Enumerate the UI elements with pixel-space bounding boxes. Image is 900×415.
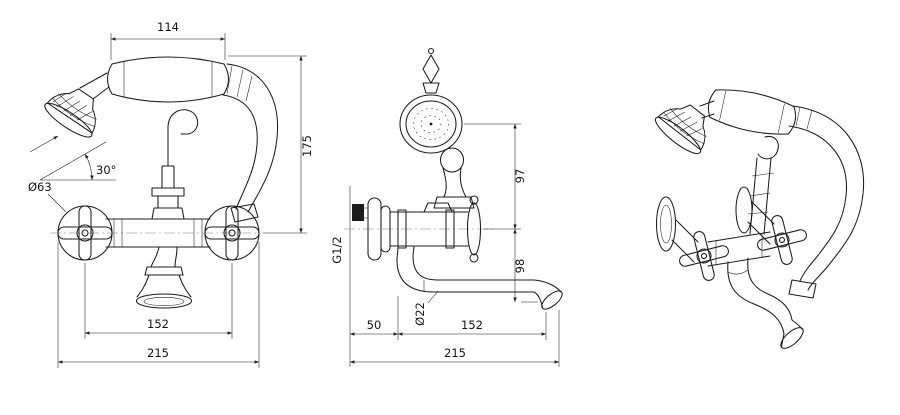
dim-head-angle-label: 30° bbox=[96, 163, 116, 177]
dim-overall-depth-label: 215 bbox=[444, 346, 466, 360]
cross-handle-edge bbox=[466, 195, 482, 263]
shower-cradle bbox=[151, 109, 199, 220]
spout-diameter-label: Ø22 bbox=[413, 302, 427, 326]
dim-head-angle: 30° bbox=[29, 135, 116, 181]
cross-handle-left-3d bbox=[679, 231, 729, 281]
hand-shower-grip-3d bbox=[699, 89, 797, 135]
shower-hose bbox=[222, 63, 279, 223]
cross-handle-right-3d bbox=[757, 215, 807, 265]
dim-valve-centers: 152 bbox=[84, 263, 233, 339]
dim-lower-height: 98 bbox=[513, 229, 538, 303]
shower-grip-side bbox=[433, 147, 475, 209]
spray-face bbox=[399, 94, 463, 154]
mixer-body-side bbox=[389, 202, 469, 249]
hand-shower-grip bbox=[79, 56, 230, 103]
cross-handle-left bbox=[57, 205, 113, 261]
side-view: G1/2 bbox=[330, 47, 563, 367]
mixer-body bbox=[105, 218, 211, 248]
shower-cradle-3d bbox=[747, 135, 779, 235]
tub-spout-side bbox=[396, 245, 563, 310]
dim-overall-depth: 215 bbox=[350, 310, 560, 367]
dim-wall-offset-label: 50 bbox=[367, 318, 382, 332]
label-flange-diameter: Ø63 bbox=[28, 180, 67, 213]
wall-flange-3d bbox=[655, 186, 775, 263]
dim-spout-reach-label: 152 bbox=[461, 318, 483, 332]
dim-handle-width: 114 bbox=[110, 20, 226, 60]
dim-overall-height: 175 bbox=[228, 55, 314, 234]
cross-handle-right bbox=[204, 205, 260, 261]
perspective-view bbox=[654, 89, 865, 349]
dim-lower-height-label: 98 bbox=[513, 259, 527, 274]
dim-overall-width-label: 215 bbox=[147, 346, 169, 360]
wall-section bbox=[349, 186, 368, 268]
dim-upper-height-label: 97 bbox=[513, 169, 527, 184]
mixer-body-3d bbox=[707, 231, 771, 267]
dim-overall-width: 215 bbox=[57, 242, 260, 368]
inlet-thread-label: G1/2 bbox=[330, 236, 344, 263]
dim-upper-height: 97 bbox=[464, 123, 527, 230]
tub-spout-3d bbox=[727, 257, 804, 349]
dim-overall-height-label: 175 bbox=[300, 135, 314, 157]
hand-shower-side bbox=[399, 47, 475, 209]
shower-head bbox=[44, 88, 97, 138]
dim-spout-reach: 152 bbox=[398, 312, 547, 340]
shower-hose-3d bbox=[788, 105, 865, 299]
shower-head-3d bbox=[654, 104, 707, 155]
flange-diameter-label: Ø63 bbox=[28, 180, 52, 194]
front-view: 114 30° Ø63 bbox=[28, 20, 314, 368]
dim-valve-centers-label: 152 bbox=[147, 317, 169, 331]
dim-handle-width-label: 114 bbox=[157, 20, 179, 34]
dim-wall-offset: 50 bbox=[349, 268, 399, 367]
label-spout-diameter: Ø22 bbox=[413, 290, 439, 326]
tub-spout bbox=[135, 246, 193, 309]
